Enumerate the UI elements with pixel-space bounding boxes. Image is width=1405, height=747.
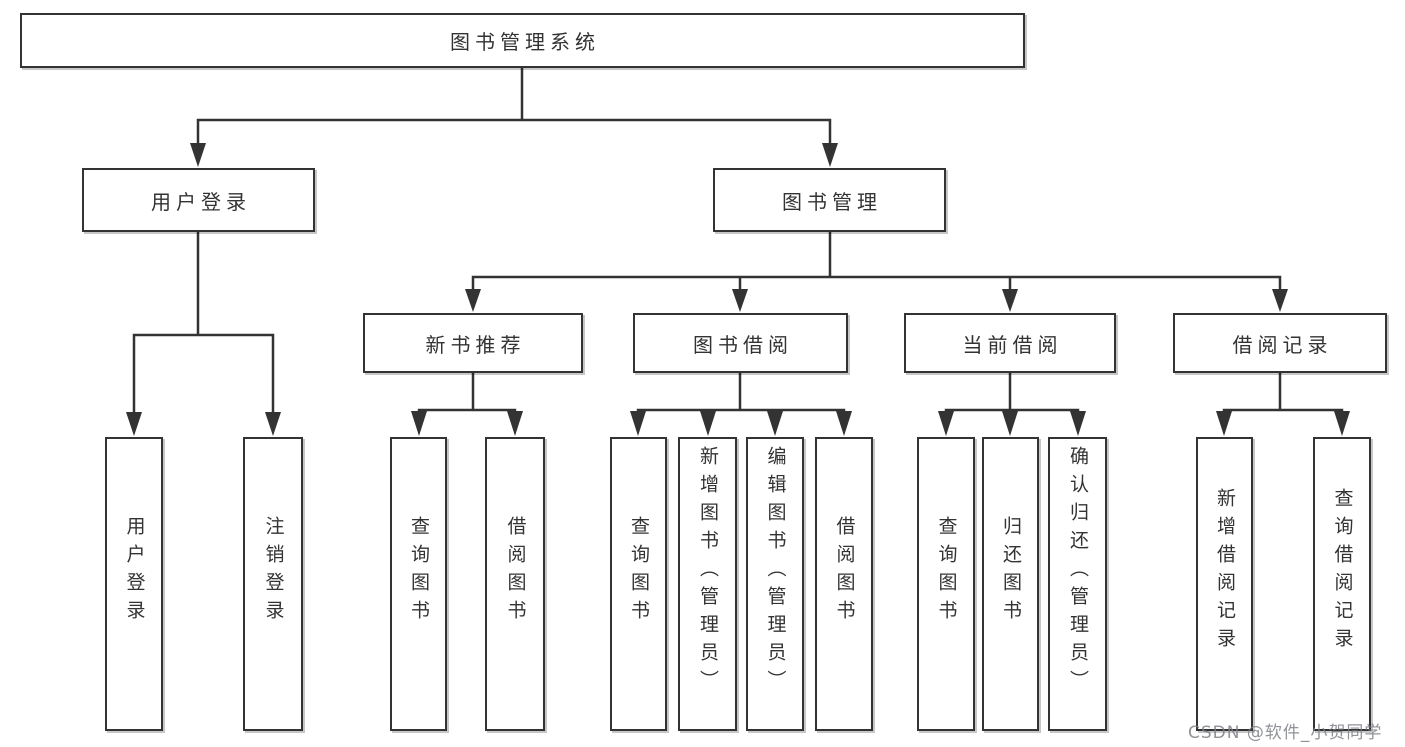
node-new-book-recommend-label: 新书推荐 [425, 332, 526, 357]
leaf-bb-edit-book-label: 编辑图书（管理员） [764, 446, 787, 698]
leaf-bb-borrow-book-label: 借阅图书 [833, 516, 856, 628]
leaf-bb-add-book-label: 新增图书（管理员） [697, 446, 719, 698]
node-new-book-recommend: 新书推荐 [363, 313, 583, 373]
node-borrow-record: 借阅记录 [1173, 313, 1387, 373]
node-book-borrow-label: 图书借阅 [693, 332, 793, 357]
node-book-borrow: 图书借阅 [633, 313, 848, 373]
node-user-login-label: 用户登录 [151, 189, 251, 214]
leaf-br-add-record: 新增借阅记录 [1196, 437, 1253, 731]
leaf-user-login-label: 用户登录 [123, 516, 146, 628]
node-current-borrow: 当前借阅 [904, 313, 1116, 373]
watermark: CSDN @软件_小贺同学 [1188, 723, 1383, 743]
node-current-borrow-label: 当前借阅 [962, 332, 1063, 357]
leaf-logout: 注销登录 [243, 437, 303, 731]
leaf-nbr-borrow-book-label: 借阅图书 [504, 516, 527, 628]
leaf-bb-query-book-label: 查询图书 [628, 516, 650, 628]
leaf-bb-query-book: 查询图书 [610, 437, 667, 731]
leaf-bb-edit-book: 编辑图书（管理员） [746, 437, 804, 731]
node-user-login: 用户登录 [82, 168, 315, 232]
leaf-cb-query-book: 查询图书 [917, 437, 975, 731]
leaf-br-query-record: 查询借阅记录 [1313, 437, 1371, 731]
leaf-cb-query-book-label: 查询图书 [935, 516, 958, 628]
leaf-nbr-query-book: 查询图书 [390, 437, 447, 731]
leaf-user-login: 用户登录 [105, 437, 163, 731]
leaf-br-add-record-label: 新增借阅记录 [1214, 488, 1236, 656]
leaf-logout-label: 注销登录 [262, 516, 285, 628]
node-book-management: 图书管理 [713, 168, 946, 232]
leaf-bb-borrow-book: 借阅图书 [815, 437, 873, 731]
leaf-cb-return-book-label: 归还图书 [1000, 516, 1022, 628]
node-root-label: 图书管理系统 [450, 30, 600, 54]
node-borrow-record-label: 借阅记录 [1232, 332, 1333, 357]
leaf-nbr-borrow-book: 借阅图书 [485, 437, 545, 731]
leaf-cb-confirm-return: 确认归还（管理员） [1048, 437, 1107, 731]
node-book-management-label: 图书管理 [782, 189, 882, 214]
leaf-bb-add-book: 新增图书（管理员） [678, 437, 737, 731]
leaf-br-query-record-label: 查询借阅记录 [1331, 488, 1354, 656]
leaf-cb-return-book: 归还图书 [982, 437, 1039, 731]
leaf-cb-confirm-return-label: 确认归还（管理员） [1067, 446, 1089, 698]
leaf-nbr-query-book-label: 查询图书 [408, 516, 430, 628]
node-root: 图书管理系统 [20, 13, 1025, 68]
